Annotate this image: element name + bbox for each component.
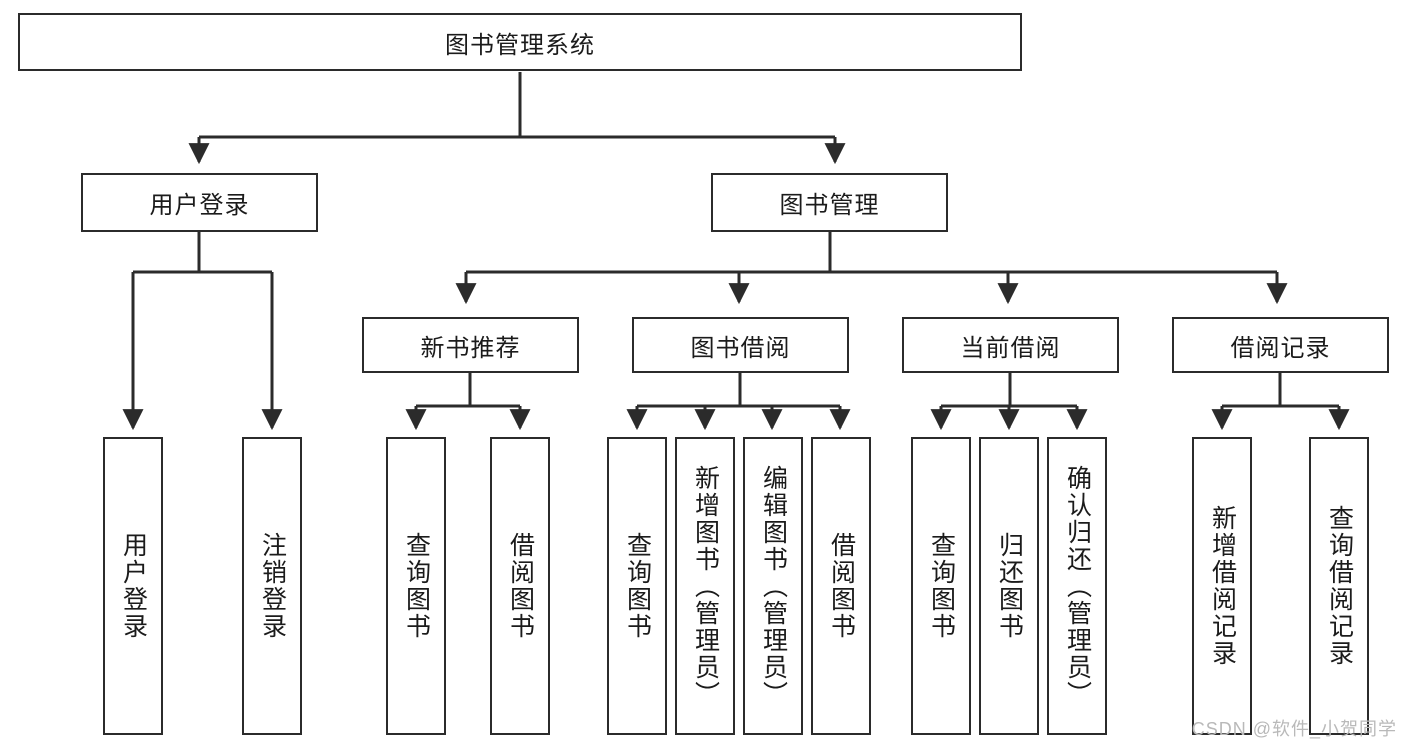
leaf-borrow-book-1-label: 借阅图书 [506, 532, 535, 640]
leaf-query-book-3-label: 查询图书 [927, 532, 956, 640]
leaf-edit-book-label: 编辑图书（管理员） [759, 464, 788, 708]
node-book-management[interactable]: 图书管理 [711, 173, 948, 232]
leaf-borrow-book-2[interactable]: 借阅图书 [811, 437, 871, 735]
leaf-query-book-1[interactable]: 查询图书 [386, 437, 446, 735]
leaf-add-record[interactable]: 新增借阅记录 [1192, 437, 1252, 735]
node-current-borrow[interactable]: 当前借阅 [902, 317, 1119, 373]
leaf-user-login[interactable]: 用户登录 [103, 437, 163, 735]
node-current-borrow-label: 当前借阅 [960, 334, 1061, 362]
leaf-return-book-label: 归还图书 [995, 532, 1024, 640]
node-user-login-label: 用户登录 [149, 192, 250, 219]
leaf-add-record-label: 新增借阅记录 [1208, 505, 1237, 667]
node-book-borrow-label: 图书借阅 [690, 334, 791, 362]
node-book-management-label: 图书管理 [779, 192, 880, 219]
watermark: CSDN @软件_小贺同学 [1191, 719, 1397, 739]
leaf-user-login-label: 用户登录 [119, 532, 148, 640]
node-borrow-record[interactable]: 借阅记录 [1172, 317, 1389, 373]
leaf-add-book[interactable]: 新增图书（管理员） [675, 437, 735, 735]
leaf-query-book-2-label: 查询图书 [623, 532, 652, 640]
leaf-query-book-3[interactable]: 查询图书 [911, 437, 971, 735]
leaf-confirm-return[interactable]: 确认归还（管理员） [1047, 437, 1107, 735]
leaf-query-book-1-label: 查询图书 [402, 532, 431, 640]
node-new-book-recommend-label: 新书推荐 [420, 334, 521, 362]
leaf-borrow-book-2-label: 借阅图书 [827, 532, 856, 640]
node-new-book-recommend[interactable]: 新书推荐 [362, 317, 579, 373]
leaf-borrow-book-1[interactable]: 借阅图书 [490, 437, 550, 735]
leaf-query-book-2[interactable]: 查询图书 [607, 437, 667, 735]
leaf-query-record-label: 查询借阅记录 [1325, 505, 1354, 667]
leaf-query-record[interactable]: 查询借阅记录 [1309, 437, 1369, 735]
node-borrow-record-label: 借阅记录 [1230, 334, 1331, 362]
node-root-label: 图书管理系统 [445, 31, 595, 59]
leaf-return-book[interactable]: 归还图书 [979, 437, 1039, 735]
node-user-login[interactable]: 用户登录 [81, 173, 318, 232]
leaf-logout-label: 注销登录 [258, 532, 287, 640]
node-book-borrow[interactable]: 图书借阅 [632, 317, 849, 373]
leaf-confirm-return-label: 确认归还（管理员） [1063, 464, 1092, 708]
leaf-logout[interactable]: 注销登录 [242, 437, 302, 735]
node-root[interactable]: 图书管理系统 [18, 13, 1022, 71]
leaf-edit-book[interactable]: 编辑图书（管理员） [743, 437, 803, 735]
leaf-add-book-label: 新增图书（管理员） [691, 464, 720, 708]
